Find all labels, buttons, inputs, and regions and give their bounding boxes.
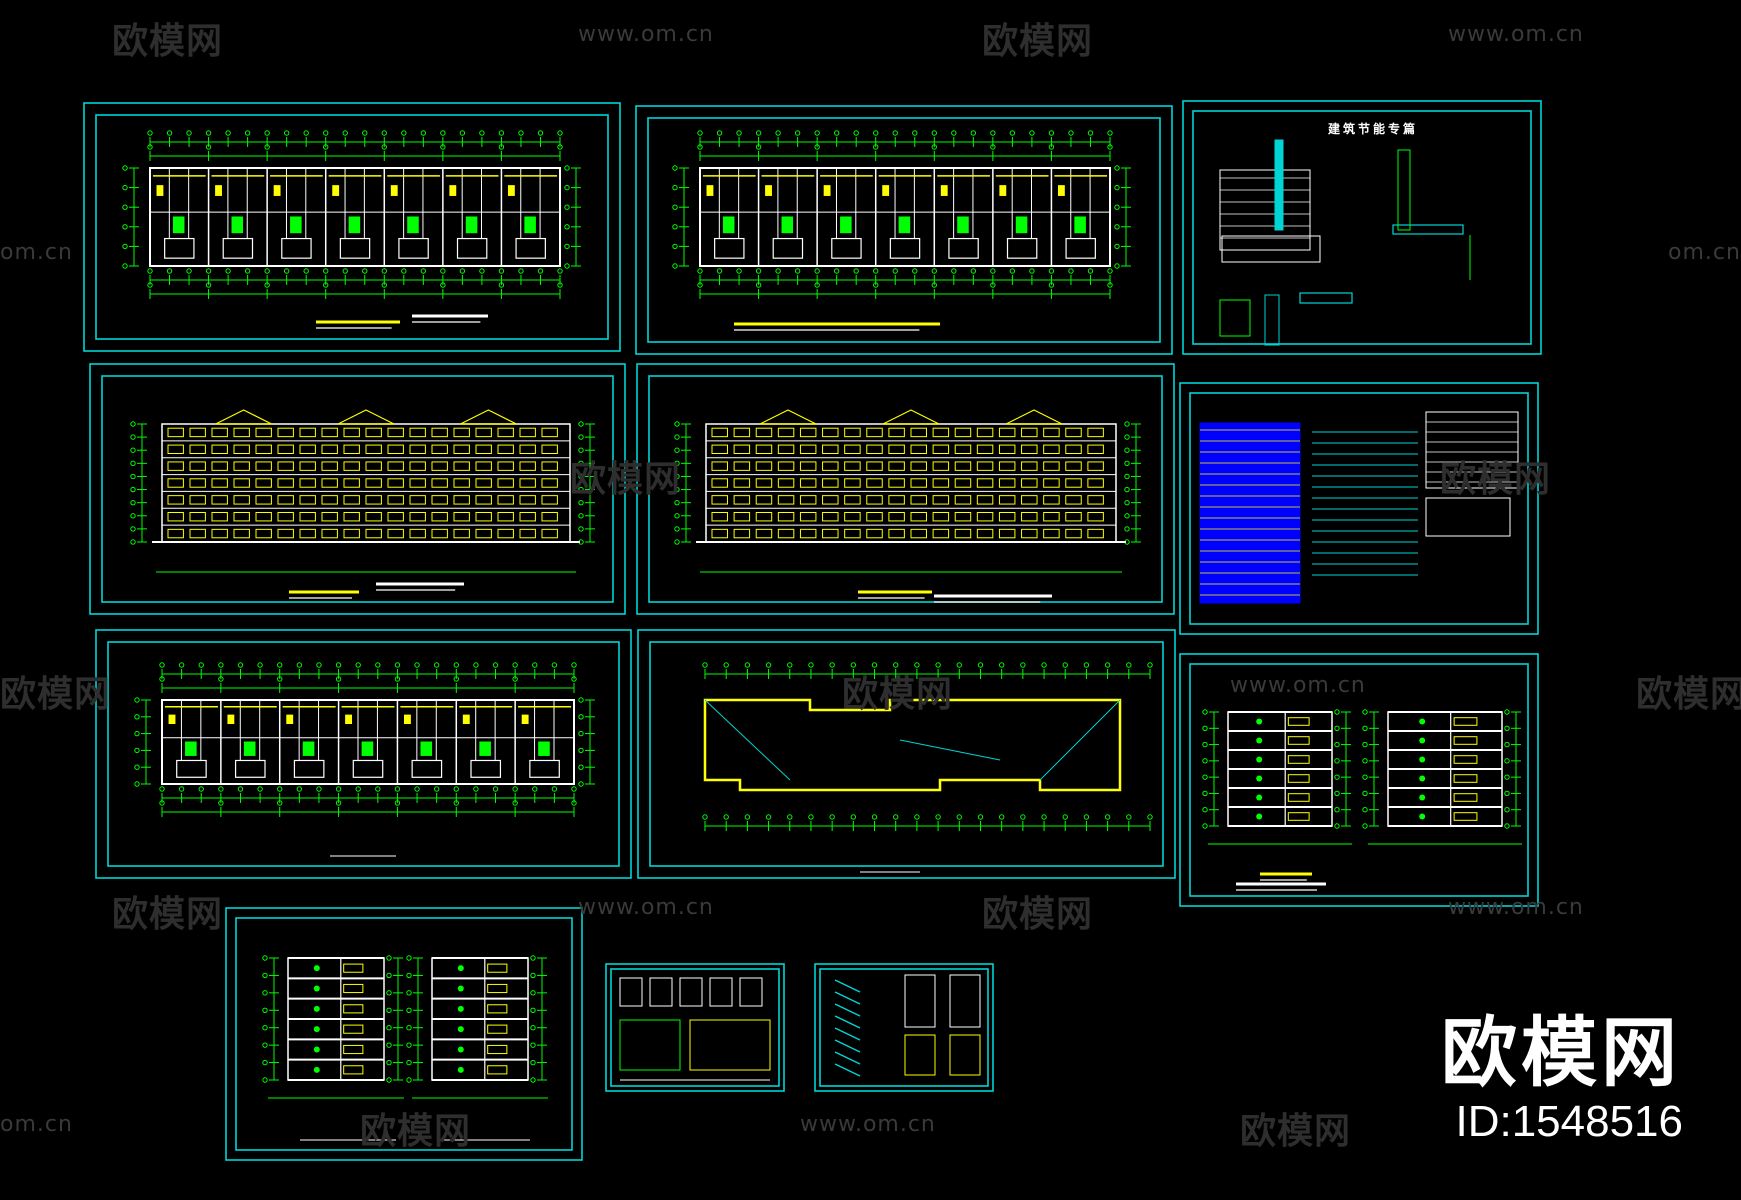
watermark-site: www.om.cn (1230, 673, 1366, 698)
watermark-brand: 欧模网 (982, 894, 1094, 935)
watermark-site: om.cn (1668, 240, 1741, 265)
watermark-site: om.cn (0, 1112, 73, 1137)
watermark-site: om.cn (0, 240, 73, 265)
watermark-brand: 欧模网 (360, 1111, 472, 1152)
watermark-site: www.om.cn (578, 895, 714, 920)
watermark-brand: 欧模网 (1240, 1111, 1352, 1152)
watermark-brand: 欧模网 (982, 21, 1094, 62)
sheet-energy-details (1182, 100, 1542, 355)
watermark-site: www.om.cn (800, 1112, 936, 1137)
model-id: ID:1548516 (1455, 1097, 1683, 1146)
sheet-door-window-schedule (1179, 382, 1539, 635)
sheet-sections-2 (225, 907, 583, 1161)
watermark-brand: 欧模网 (1636, 674, 1741, 715)
watermark-brand: 欧模网 (0, 674, 112, 715)
sheet-elevation-front (89, 363, 626, 615)
energy-sheet-title: 建筑节能专篇 (1328, 122, 1419, 136)
watermark-brand: 欧模网 (842, 674, 954, 715)
sheet-floor-plan-3 (95, 629, 632, 879)
sheet-sections-1 (1179, 653, 1539, 907)
watermark-brand: 欧模网 (1440, 459, 1552, 500)
sheet-floor-plan-2 (635, 105, 1173, 355)
sheet-floor-plan-1 (83, 102, 621, 352)
watermark-brand: 欧模网 (570, 459, 682, 500)
watermark-site: www.om.cn (578, 22, 714, 47)
sheet-stair-details (605, 963, 785, 1092)
watermark-brand: 欧模网 (112, 21, 224, 62)
brand-logo-text: 欧模网 (1441, 1008, 1681, 1097)
watermark-site: www.om.cn (1448, 22, 1584, 47)
sheet-stair-sections (814, 963, 994, 1092)
watermark-site: www.om.cn (1448, 895, 1584, 920)
sheet-elevation-rear (636, 363, 1175, 615)
watermark-brand: 欧模网 (112, 894, 224, 935)
sheet-roof-plan (637, 629, 1176, 879)
